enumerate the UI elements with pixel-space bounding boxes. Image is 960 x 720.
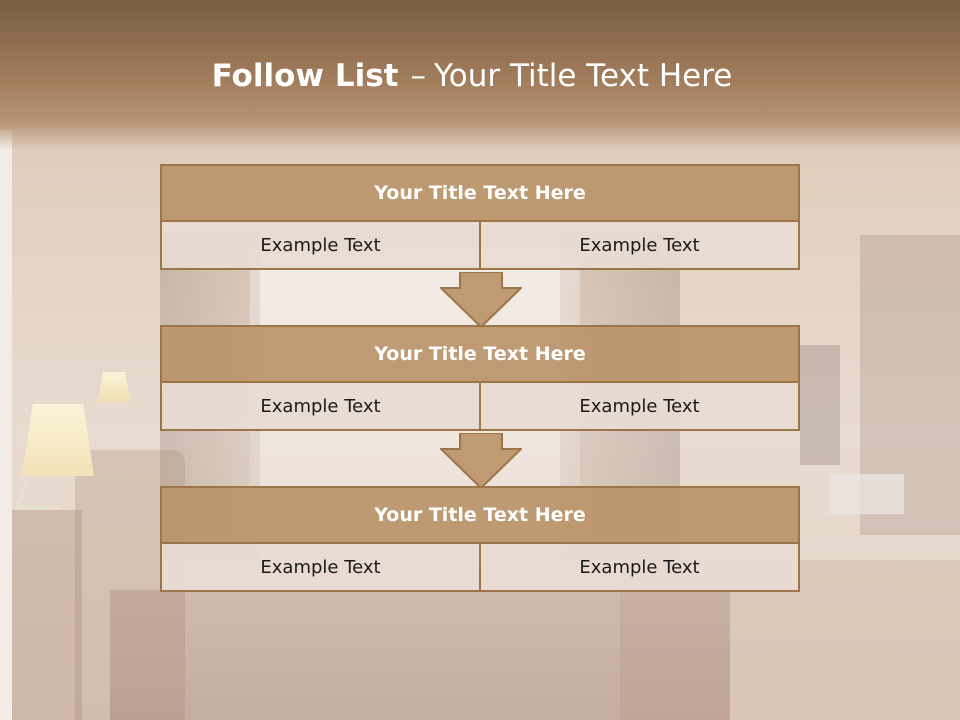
block-3-row: Example Text Example Text bbox=[162, 544, 798, 590]
page-title-bold: Follow List bbox=[211, 58, 399, 94]
list-block-3: Your Title Text Here Example Text Exampl… bbox=[160, 486, 800, 592]
desk-device bbox=[830, 474, 904, 514]
block-3-right-cell: Example Text bbox=[479, 544, 798, 590]
down-arrow-icon bbox=[440, 433, 522, 489]
tv-cabinet bbox=[800, 345, 840, 465]
block-1-heading: Your Title Text Here bbox=[162, 166, 798, 222]
lamp-icon bbox=[22, 404, 94, 476]
bed bbox=[110, 590, 730, 720]
page-title-rest: Your Title Text Here bbox=[433, 58, 733, 94]
block-3-heading: Your Title Text Here bbox=[162, 488, 798, 544]
block-2-left-cell: Example Text bbox=[162, 383, 479, 429]
wall-edge bbox=[0, 130, 12, 720]
block-2-row: Example Text Example Text bbox=[162, 383, 798, 429]
block-1-left-cell: Example Text bbox=[162, 222, 479, 268]
list-block-1: Your Title Text Here Example Text Exampl… bbox=[160, 164, 800, 270]
small-lamp-icon bbox=[98, 372, 130, 402]
page-title-separator: – bbox=[410, 58, 426, 94]
block-2-right-cell: Example Text bbox=[479, 383, 798, 429]
block-1-row: Example Text Example Text bbox=[162, 222, 798, 268]
title-band bbox=[0, 0, 960, 150]
block-2-heading: Your Title Text Here bbox=[162, 327, 798, 383]
block-3-left-cell: Example Text bbox=[162, 544, 479, 590]
page-title: Follow List–Your Title Text Here bbox=[0, 56, 944, 96]
nightstand bbox=[12, 510, 82, 720]
block-1-right-cell: Example Text bbox=[479, 222, 798, 268]
lamp-arm bbox=[14, 480, 71, 509]
list-block-2: Your Title Text Here Example Text Exampl… bbox=[160, 325, 800, 431]
down-arrow-icon bbox=[440, 272, 522, 328]
